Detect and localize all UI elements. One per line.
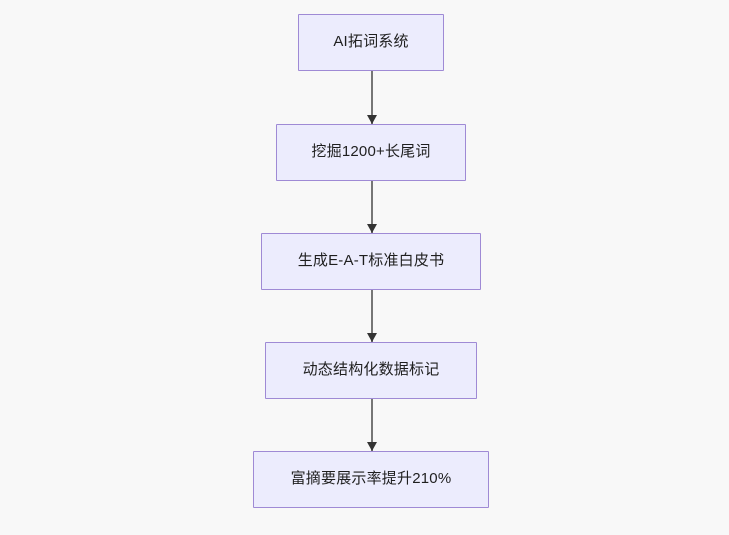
arrow-head-icon [367, 333, 377, 342]
flow-node-dynamic-structured-data-markup[interactable]: 动态结构化数据标记 [265, 342, 477, 399]
flow-node-label: 动态结构化数据标记 [302, 361, 440, 379]
flow-node-rich-snippet-impression-uplift[interactable]: 富摘要展示率提升210% [253, 451, 489, 508]
flow-node-label: AI拓词系统 [333, 33, 409, 51]
flow-edge-1 [367, 71, 377, 124]
edge-line [371, 399, 373, 451]
flow-node-ai-keyword-system[interactable]: AI拓词系统 [298, 14, 444, 71]
flow-edge-2 [367, 181, 377, 233]
edge-line [371, 71, 373, 124]
flow-edge-4 [367, 399, 377, 451]
flow-node-mine-longtail-keywords[interactable]: 挖掘1200+长尾词 [276, 124, 466, 181]
edge-line [371, 290, 373, 342]
arrow-head-icon [367, 224, 377, 233]
arrow-head-icon [367, 442, 377, 451]
flow-node-label: 挖掘1200+长尾词 [311, 143, 431, 161]
flow-node-generate-eat-whitepaper[interactable]: 生成E-A-T标准白皮书 [261, 233, 481, 290]
flow-edge-3 [367, 290, 377, 342]
flow-node-label: 富摘要展示率提升210% [290, 470, 452, 488]
arrow-head-icon [367, 115, 377, 124]
flow-node-label: 生成E-A-T标准白皮书 [297, 252, 445, 270]
edge-line [371, 181, 373, 233]
